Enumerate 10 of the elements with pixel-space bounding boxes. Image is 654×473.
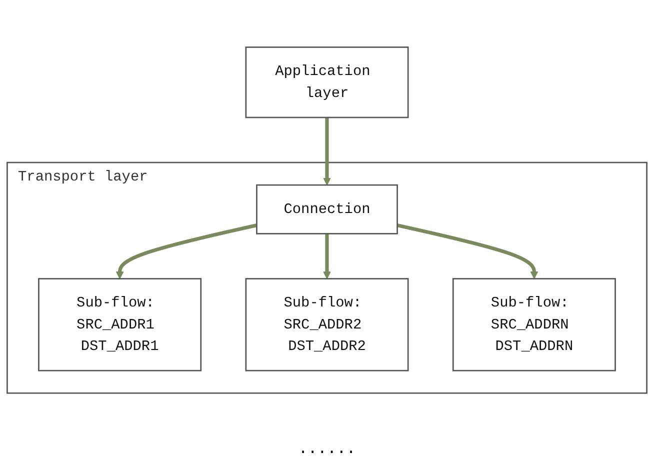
node-box: Sub-flow: SRC_ADDR2 DST_ADDR2 — [245, 278, 409, 372]
arrow — [396, 223, 538, 279]
node-box: Application layer — [245, 46, 409, 118]
node-box: Sub-flow: SRC_ADDRN DST_ADDRN — [452, 278, 616, 372]
ellipsis-note: ...... — [298, 440, 356, 458]
node-box: Sub-flow: SRC_ADDR1 DST_ADDR1 — [38, 278, 202, 372]
node-box: Connection — [256, 184, 398, 234]
arrow — [116, 223, 258, 279]
arrow — [323, 234, 331, 279]
arrow — [323, 117, 331, 186]
